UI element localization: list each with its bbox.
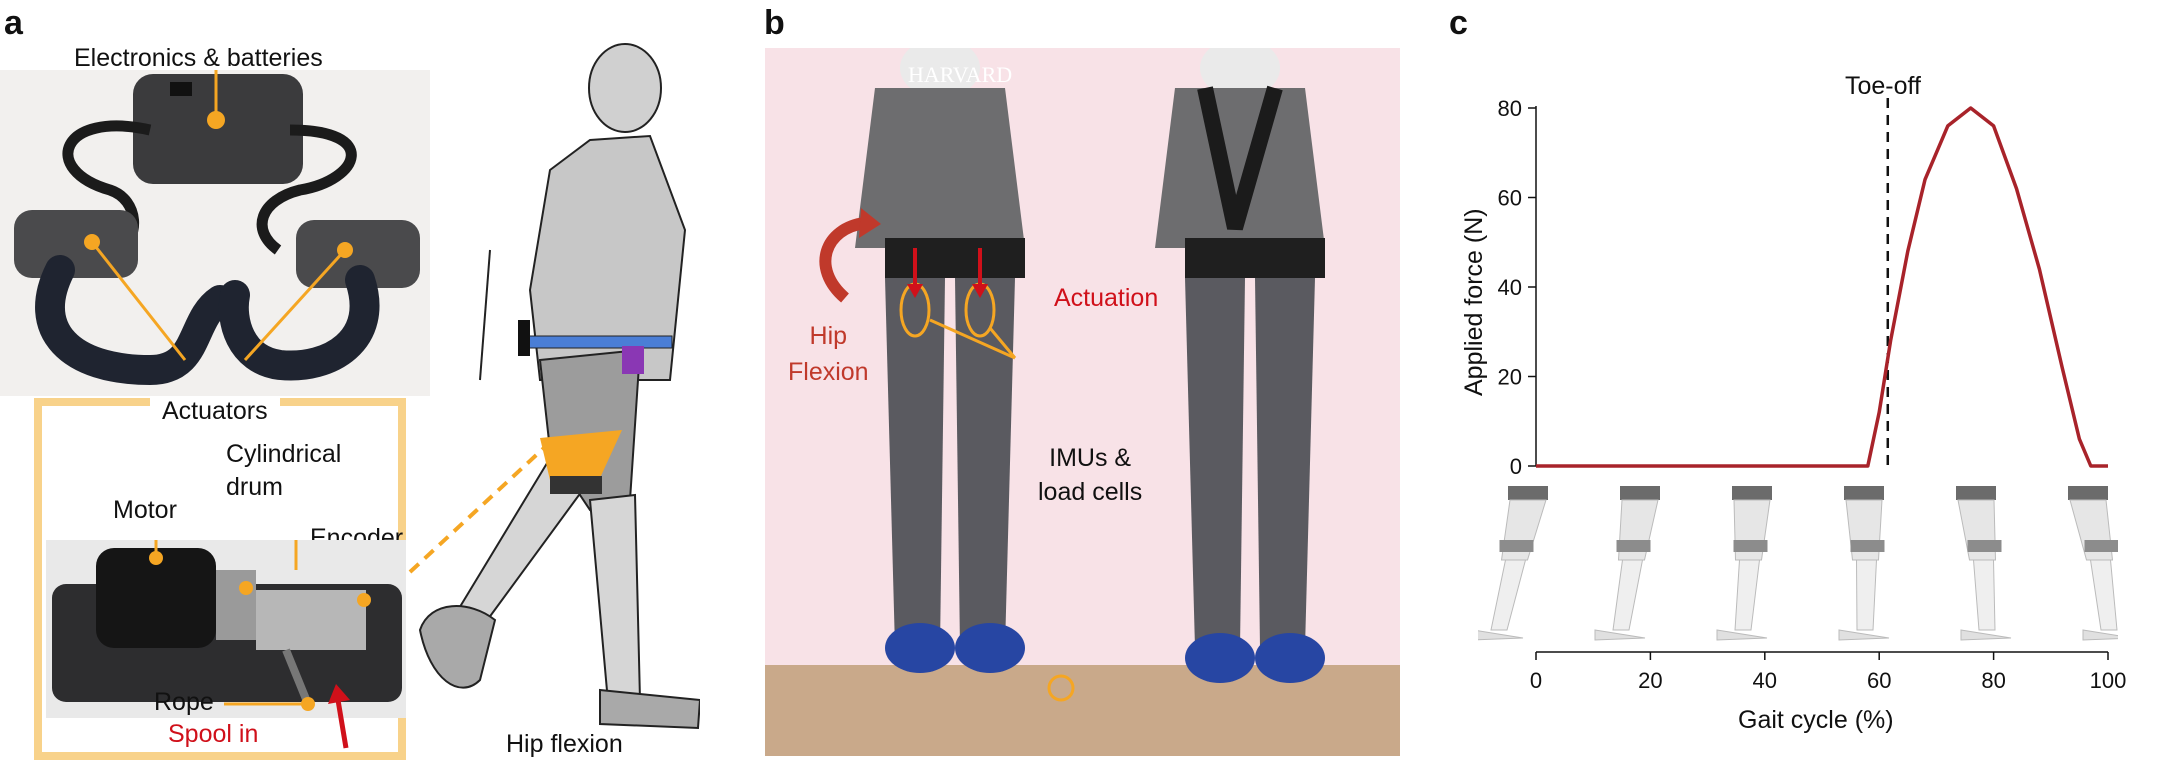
panel-b-letter: b bbox=[764, 4, 785, 42]
motor-label: Motor bbox=[113, 496, 177, 524]
actuator-internals-photo bbox=[46, 500, 406, 718]
gait-leg-illustration bbox=[1838, 486, 1890, 641]
chart-ylabel: Applied force (N) bbox=[1460, 208, 1488, 396]
gait-leg-illustration bbox=[1478, 486, 1548, 641]
toe-off-label: Toe-off bbox=[1845, 72, 1921, 100]
actuators-label: Actuators bbox=[150, 397, 280, 426]
panel-a-letter: a bbox=[4, 4, 23, 42]
y-tick-label: 60 bbox=[1498, 186, 1522, 211]
force-chart: 0 20 40 60 80 0 20 40 60 80 100 bbox=[1498, 96, 2127, 693]
x-tick-label: 80 bbox=[1981, 668, 2005, 693]
y-tick-label: 40 bbox=[1498, 275, 1522, 300]
y-tick-label: 20 bbox=[1498, 365, 1522, 390]
electronics-label: Electronics & batteries bbox=[74, 44, 323, 72]
panel-c-letter: c bbox=[1449, 4, 1468, 42]
y-tick-label: 80 bbox=[1498, 96, 1522, 121]
x-tick-label: 20 bbox=[1638, 668, 1662, 693]
x-tick-label: 60 bbox=[1867, 668, 1891, 693]
y-tick-label: 0 bbox=[1510, 454, 1522, 479]
gait-leg-illustration bbox=[1716, 486, 1772, 641]
gait-leg-illustration bbox=[1956, 486, 2012, 641]
x-tick-label: 100 bbox=[2090, 668, 2127, 693]
exosuit-components-photo bbox=[0, 64, 430, 396]
cylindrical-drum-label: Cylindrical drum bbox=[226, 440, 342, 501]
gait-leg-illustration bbox=[2068, 486, 2118, 641]
chart-xlabel: Gait cycle (%) bbox=[1738, 706, 1894, 734]
spool-in-label: Spool in bbox=[168, 720, 259, 748]
force-curve bbox=[1536, 106, 2108, 468]
actuator-internals-drawing bbox=[52, 500, 402, 711]
gait-leg-illustration bbox=[1594, 486, 1660, 641]
mannequin-drawing bbox=[819, 48, 1325, 702]
imus-label: IMUs & load cells bbox=[1038, 444, 1143, 506]
x-tick-label: 0 bbox=[1530, 668, 1542, 693]
x-tick-label: 40 bbox=[1753, 668, 1777, 693]
hip-flexion-label-b: Hip Flexion bbox=[788, 322, 869, 386]
gait-phase-illustrations bbox=[1478, 486, 2118, 641]
shirt-logo-text: HARVARD bbox=[908, 62, 1013, 87]
actuation-label: Actuation bbox=[1054, 284, 1159, 312]
walking-figure-illustration bbox=[418, 43, 700, 730]
spool-in-arrow-icon bbox=[328, 684, 350, 749]
exosuit-components-drawing bbox=[14, 64, 420, 386]
rope-label: Rope bbox=[154, 688, 214, 716]
hip-flexion-label-a: Hip flexion bbox=[506, 730, 623, 758]
